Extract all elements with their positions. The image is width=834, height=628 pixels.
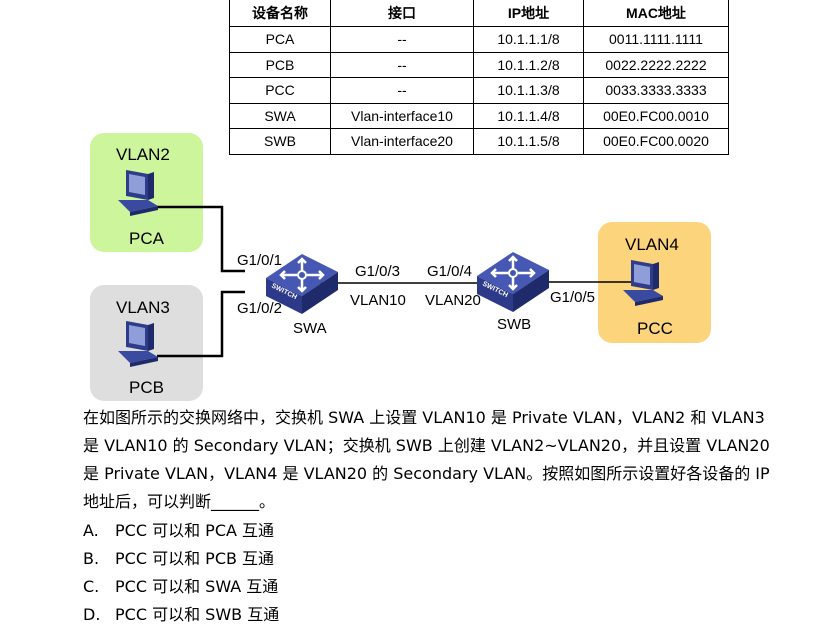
option-text: PCC 可以和 PCA 互通 [115, 521, 275, 540]
port-label: G1/0/2 [237, 300, 282, 317]
link-pcb-swa [157, 290, 245, 358]
cell: 10.1.1.2/8 [473, 52, 584, 78]
header-cell: MAC地址 [583, 0, 729, 27]
header-cell: 设备名称 [229, 0, 331, 27]
vlan4-label: VLAN4 [625, 235, 679, 254]
option-text: PCC 可以和 SWB 互通 [115, 605, 280, 624]
cell: 0011.1111.1111 [583, 26, 729, 53]
link-pca-swa [157, 205, 245, 273]
cell: 00E0.FC00.0010 [583, 103, 729, 129]
option-key: D. [83, 605, 101, 624]
pcc-label: PCC [637, 319, 673, 338]
option-b[interactable]: B. PCC 可以和 PCB 互通 [83, 545, 274, 569]
cell: PCB [229, 52, 331, 78]
link-vlan-label: VLAN10 [350, 292, 406, 309]
swa-label: SWA [293, 320, 327, 337]
cell: -- [330, 77, 474, 104]
cell: 00E0.FC00.0020 [583, 128, 729, 155]
vlan3-label: VLAN3 [116, 298, 170, 317]
option-key: B. [83, 549, 100, 568]
cell: 0022.2222.2222 [583, 52, 729, 78]
table-header-row: 设备名称 接口 IP地址 MAC地址 [229, 0, 729, 27]
cell: -- [330, 26, 474, 53]
option-d[interactable]: D. PCC 可以和 SWB 互通 [83, 601, 279, 625]
port-label: G1/0/1 [237, 252, 282, 269]
option-a[interactable]: A. PCC 可以和 PCA 互通 [83, 517, 274, 541]
header-cell: IP地址 [473, 0, 584, 27]
question-text: 在如图所示的交换网络中，交换机 SWA 上设置 VLAN10 是 Private… [83, 408, 770, 511]
option-text: PCC 可以和 PCB 互通 [115, 549, 275, 568]
cell: Vlan-interface20 [330, 128, 474, 155]
link-vlan-label: VLAN20 [425, 292, 481, 309]
cell: 10.1.1.1/8 [473, 26, 584, 53]
port-label: G1/0/4 [427, 263, 472, 280]
cell: 10.1.1.3/8 [473, 77, 584, 104]
option-key: C. [83, 577, 100, 596]
cell: 10.1.1.5/8 [473, 128, 584, 155]
pcb-label: PCB [129, 378, 164, 397]
port-label: G1/0/3 [355, 263, 400, 280]
network-diagram: SWITCH SWITCH VLAN2 PCA VLAN3 PCB VLAN4 … [90, 133, 711, 401]
option-key: A. [83, 521, 99, 540]
cell: 10.1.1.4/8 [473, 103, 584, 129]
header-cell: 接口 [330, 0, 474, 27]
option-text: PCC 可以和 SWA 互通 [115, 577, 279, 596]
cell: 0033.3333.3333 [583, 77, 729, 104]
cell: SWA [229, 103, 331, 129]
cell: Vlan-interface10 [330, 103, 474, 129]
port-label: G1/0/5 [550, 289, 595, 306]
pca-label: PCA [129, 229, 165, 248]
vlan2-label: VLAN2 [116, 145, 170, 164]
swb-label: SWB [497, 316, 531, 333]
option-c[interactable]: C. PCC 可以和 SWA 互通 [83, 573, 278, 597]
cell: -- [330, 52, 474, 78]
cell: PCC [229, 77, 331, 104]
